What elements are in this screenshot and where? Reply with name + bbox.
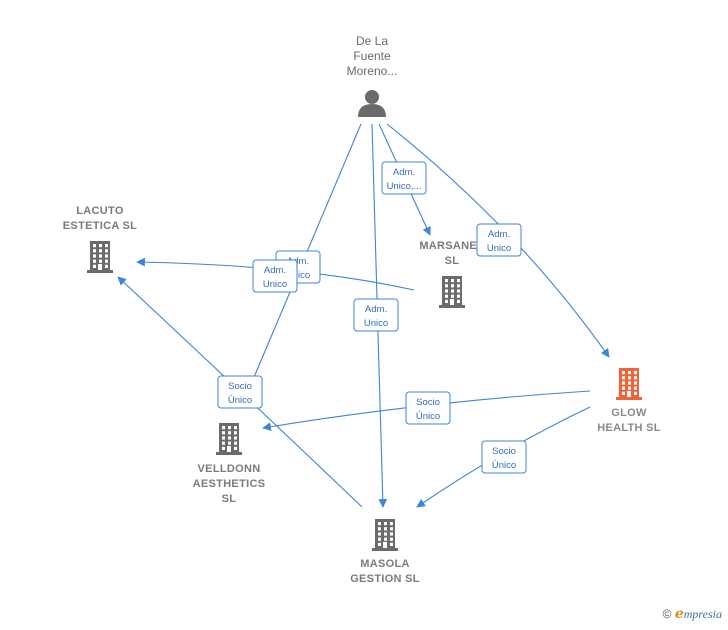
edge-label-box (381, 161, 427, 195)
copyright-symbol: © (662, 607, 672, 621)
edge-label-box (217, 375, 263, 409)
node-label: HEALTH SL (597, 422, 661, 434)
edge-label-box (405, 391, 451, 425)
brand-logo-text: mpresia (683, 607, 722, 621)
building-icon (439, 276, 465, 308)
edge-label-box (481, 440, 527, 474)
edge-label-person-to-masola[interactable]: Adm. Unico (353, 298, 399, 332)
edge-label-text: Unico,... (387, 181, 422, 192)
footer-brand: © empresia (663, 606, 722, 622)
edge-label-text: Socio (416, 397, 440, 408)
building-icon (372, 519, 398, 551)
node-marsanes[interactable]: MARSANES SL (419, 240, 484, 308)
edge-label-person-to-marsanes[interactable]: Adm. Unico,... (381, 161, 427, 195)
node-label: MASOLA (360, 558, 409, 570)
edge-label-text: Unico (364, 318, 388, 329)
node-label: De La (356, 34, 388, 48)
edge-label-text: Unico (487, 243, 511, 254)
building-icon (87, 241, 113, 273)
edge-label-marsanes-to-lacuto[interactable]: Adm. Unico (252, 259, 298, 293)
edge-label-text: Unico (286, 270, 310, 281)
edge-label-person-to-glow[interactable]: Adm. Unico (476, 223, 522, 257)
building-icon (216, 423, 242, 455)
edge-label-box (476, 223, 522, 257)
node-label: GESTION SL (350, 573, 420, 585)
node-masola[interactable]: MASOLA GESTION SL (350, 519, 420, 585)
node-velldonn[interactable]: VELLDONN AESTHETICS SL (193, 423, 266, 505)
edge-label-text: Unico (263, 279, 287, 290)
person-icon (358, 90, 386, 117)
edge-label-text: Adm. (393, 167, 415, 178)
edge-label-text: Adm. (264, 265, 286, 276)
node-lacuto[interactable]: LACUTO ESTETICA SL (63, 205, 137, 273)
edge-label-text: Adm. (365, 304, 387, 315)
edge-label-text: Único (416, 411, 440, 422)
node-person[interactable]: De LaFuenteMoreno... (347, 34, 398, 117)
building-icon (616, 368, 642, 400)
edge-label-text: Socio (492, 446, 516, 457)
edge-label-box (252, 259, 298, 293)
edge-label-text: Socio (228, 381, 252, 392)
node-label: Moreno... (347, 64, 398, 78)
node-label: AESTHETICS (193, 478, 266, 490)
brand-logo-e: e (674, 606, 684, 622)
node-label: GLOW (611, 407, 647, 419)
node-label: SL (222, 493, 237, 505)
edge-label-text: Adm. (488, 229, 510, 240)
node-label: LACUTO (76, 205, 124, 217)
edge-label-text: Único (492, 460, 516, 471)
node-label: Fuente (353, 49, 391, 63)
node-label: SL (445, 255, 460, 267)
node-glow[interactable]: GLOW HEALTH SL (597, 368, 661, 434)
node-label: VELLDONN (198, 463, 261, 475)
edge-label-text: Adm. (287, 256, 309, 267)
edge-label-box (353, 298, 399, 332)
node-label: ESTETICA SL (63, 220, 137, 232)
edge-label-text: Único (228, 395, 252, 406)
node-label: MARSANES (419, 240, 484, 252)
edge-labels-layer: Adm.UnicoAdm.Unico,...Adm.UnicoAdm.Unico… (217, 161, 527, 474)
